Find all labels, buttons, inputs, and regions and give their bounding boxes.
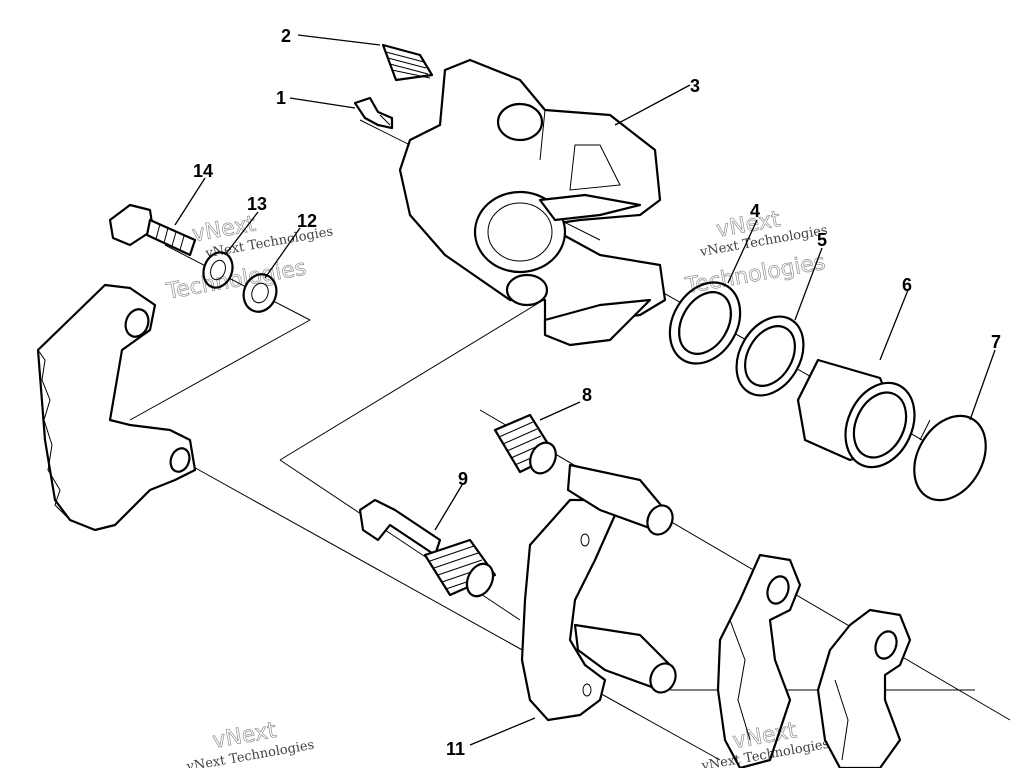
part-2-threaded-plug — [381, 43, 434, 82]
part-14-bolt — [108, 203, 197, 257]
callout-6: 6 — [902, 275, 912, 295]
part-11-support-bracket — [520, 463, 677, 722]
callout-5: 5 — [817, 230, 827, 250]
callout-14: 14 — [193, 161, 213, 181]
callout-4: 4 — [750, 201, 760, 221]
part-8-threaded-sleeve — [493, 413, 557, 475]
part-5-dust-seal — [735, 315, 805, 397]
callout-8: 8 — [582, 385, 592, 405]
part-1-bleeder-screw — [353, 96, 394, 130]
callout-12: 12 — [297, 211, 317, 231]
callout-7: 7 — [991, 332, 1001, 352]
callout-9: 9 — [458, 469, 468, 489]
part-7-cap — [913, 414, 987, 502]
callout-leaders — [174, 34, 996, 746]
mounting-bracket — [36, 283, 197, 532]
part-9-slide-pin — [358, 498, 497, 598]
callout-11: 11 — [446, 739, 465, 759]
part-4-seal — [668, 281, 742, 365]
callout-13: 13 — [247, 194, 267, 214]
part-3-caliper-body — [398, 58, 667, 347]
callout-2: 2 — [281, 26, 291, 46]
part-13-lock-washer — [202, 251, 234, 289]
callout-3: 3 — [690, 76, 700, 96]
svg-text:Technologies: Technologies — [164, 256, 309, 305]
watermark-top-right: vNext vNext Technologies Technologies — [682, 207, 828, 300]
callout-numbers: 1 2 3 4 5 6 7 8 9 11 12 13 14 — [193, 26, 1001, 759]
watermark-bottom-left: vNext vNext Technologies — [185, 718, 316, 768]
part-6-piston — [796, 358, 916, 469]
brake-pad-outer — [816, 608, 912, 768]
callout-1: 1 — [276, 88, 286, 108]
brake-pad-inner — [716, 553, 802, 768]
